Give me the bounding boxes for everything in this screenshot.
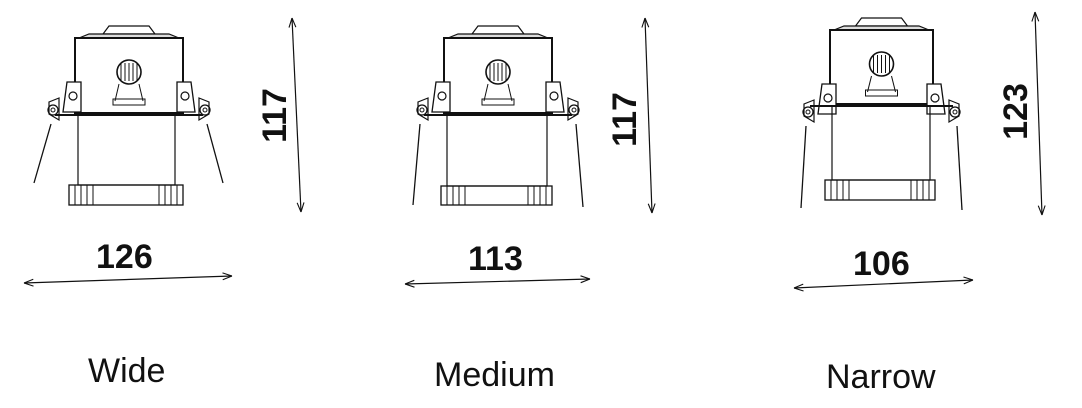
medium-bracket bbox=[545, 81, 565, 113]
narrow-screw bbox=[930, 93, 940, 103]
wide-label: Wide bbox=[88, 352, 166, 390]
medium-width-dimension: 113 bbox=[468, 240, 523, 278]
medium-screw bbox=[549, 91, 559, 101]
narrow-housing bbox=[831, 105, 931, 181]
wide-housing bbox=[77, 114, 176, 186]
wide-trim bbox=[68, 184, 184, 206]
medium-clip-right bbox=[575, 123, 584, 208]
medium-clip-left bbox=[412, 123, 421, 206]
wide-height-line bbox=[288, 17, 305, 213]
medium-height-dimension: 117 bbox=[605, 92, 644, 147]
wide-driver-box bbox=[74, 37, 184, 114]
narrow-label: Narrow bbox=[826, 358, 936, 396]
wide-luminaire bbox=[33, 25, 224, 206]
wide-screw bbox=[68, 91, 78, 101]
wide-clip-left bbox=[33, 123, 52, 184]
wide-screw bbox=[180, 91, 190, 101]
narrow-trim bbox=[824, 179, 936, 201]
narrow-width-dimension: 106 bbox=[853, 245, 910, 283]
wide-bracket bbox=[62, 81, 82, 113]
narrow-width-line bbox=[793, 276, 974, 292]
medium-height-line bbox=[641, 17, 656, 214]
narrow-clip-left bbox=[800, 125, 807, 209]
medium-screw bbox=[437, 91, 447, 101]
narrow-driver-box bbox=[829, 29, 934, 105]
narrow-bracket bbox=[817, 83, 837, 115]
narrow-screw bbox=[823, 93, 833, 103]
narrow-height-dimension: 123 bbox=[996, 83, 1035, 140]
wide-width-line bbox=[23, 272, 233, 287]
narrow-height-line bbox=[1031, 11, 1046, 216]
medium-trim bbox=[440, 185, 553, 206]
medium-housing bbox=[446, 114, 548, 187]
medium-cap bbox=[470, 25, 526, 35]
medium-driver-box bbox=[443, 37, 553, 114]
narrow-clip-right bbox=[956, 125, 963, 211]
medium-luminaire bbox=[412, 25, 584, 208]
wide-cap bbox=[101, 25, 157, 35]
wide-width-dimension: 126 bbox=[96, 238, 153, 276]
medium-knob bbox=[485, 59, 511, 85]
wide-clip-right bbox=[206, 123, 224, 184]
medium-bracket bbox=[431, 81, 451, 113]
medium-label: Medium bbox=[434, 356, 555, 394]
narrow-knob bbox=[868, 51, 895, 77]
narrow-luminaire bbox=[800, 17, 963, 211]
medium-width-line bbox=[404, 275, 591, 288]
wide-height-dimension: 117 bbox=[255, 88, 294, 143]
narrow-cap bbox=[854, 17, 909, 27]
wide-bracket bbox=[176, 81, 196, 113]
wide-knob bbox=[116, 59, 142, 85]
